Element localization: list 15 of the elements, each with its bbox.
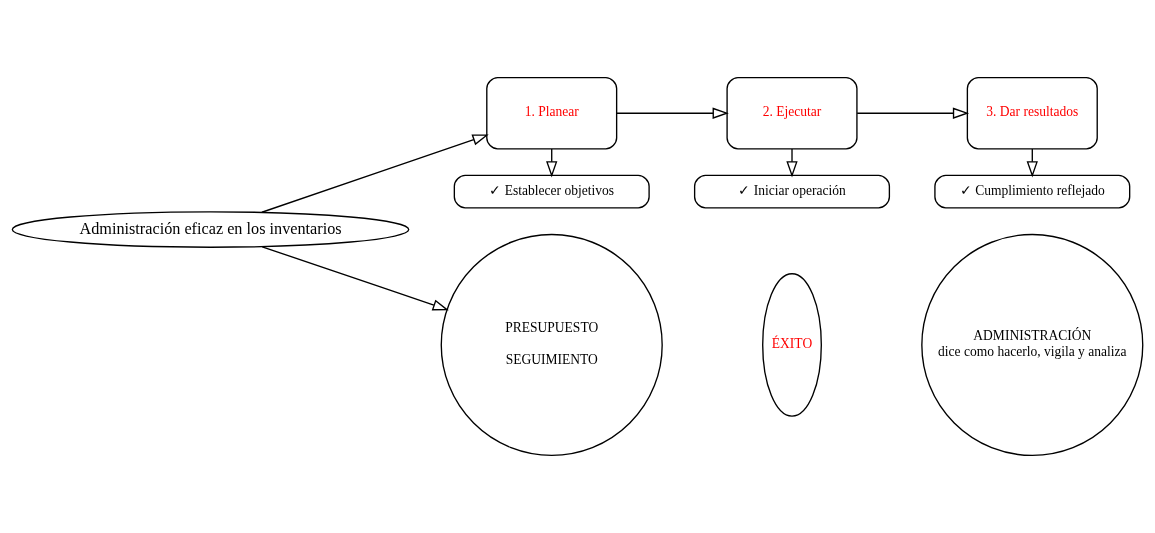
node-box: ✓ Iniciar operación	[693, 174, 891, 209]
node-circle: ADMINISTRACIÓN dice como hacerlo, vigila y analiza	[921, 233, 1144, 457]
arrow	[856, 107, 970, 119]
node-circle: PRESUPUESTO SEGUIMIENTO	[440, 233, 663, 457]
node-box: 3. Dar resultados	[966, 76, 1098, 150]
node-box: ✓ Establecer objetivos	[453, 174, 650, 209]
arrow	[261, 134, 489, 213]
node-box: ✓ Cumplimiento reflejado	[934, 174, 1131, 209]
node-box: 2. Ejecutar	[726, 76, 858, 150]
node-ellipse: ÉXITO	[762, 273, 822, 417]
arrow	[786, 148, 798, 178]
arrow	[261, 246, 449, 311]
arrow	[616, 107, 729, 119]
node-ellipse: Administración eficaz en los inventarios	[11, 211, 410, 248]
node-box: 1. Planear	[486, 76, 618, 150]
